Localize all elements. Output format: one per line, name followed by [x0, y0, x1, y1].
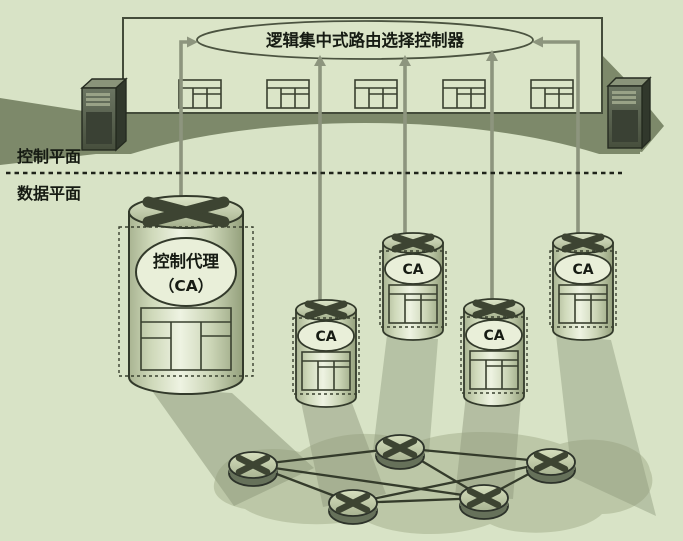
ca-ellipse [297, 320, 355, 352]
routing-table-icon [354, 79, 398, 109]
server-icon-left [80, 77, 128, 152]
arrow-left-icon [532, 36, 543, 48]
agent-abbr: CA [315, 329, 336, 345]
control-agent-cylinder: CA [379, 232, 447, 341]
router-x-icon [304, 300, 348, 320]
arrow-right-icon [187, 36, 198, 48]
routing-table-icon [266, 79, 310, 109]
physical-network [228, 434, 576, 525]
router-x-icon [335, 492, 371, 514]
router-icon [228, 451, 278, 487]
arrow-up-icon [314, 55, 326, 66]
forwarding-table-icon [558, 284, 608, 324]
agent-abbr: CA [402, 262, 423, 278]
controller-box: 逻辑集中式路由选择控制器 [122, 17, 603, 114]
router-x-icon [466, 487, 502, 509]
main-agent-abbr: （CA） [159, 277, 213, 295]
router-x-icon [235, 454, 271, 476]
router-icon [526, 448, 576, 484]
forwarding-table-icon [301, 351, 351, 391]
router-x-icon [142, 196, 230, 228]
routing-table-icon [178, 79, 222, 109]
shadow-band [0, 55, 664, 165]
forwarding-table-icon [388, 284, 438, 324]
router-x-icon [391, 233, 435, 253]
router-icon [375, 434, 425, 470]
router-x-icon [533, 451, 569, 473]
ca-ellipse [554, 253, 612, 285]
agent-dashed-boundary [292, 317, 360, 395]
control-agent-cylinder: CA [460, 298, 528, 407]
router-icon [459, 484, 509, 520]
router-x-icon [382, 437, 418, 459]
routing-table-icon [530, 79, 574, 109]
router-x-icon [472, 299, 516, 319]
forwarding-table-icon [140, 307, 232, 371]
router-icon [328, 489, 378, 525]
connector-main-agent [179, 40, 188, 199]
agent-dashed-boundary [379, 250, 447, 328]
agent-dashed-boundary [460, 316, 528, 394]
control-agent-cylinder: CA [549, 232, 617, 341]
router-x-icon [561, 233, 605, 253]
connector-agent-4 [543, 40, 580, 245]
controller-ellipse [196, 20, 534, 60]
ca-ellipse [465, 319, 523, 351]
data-plane-label: 数据平面 [17, 184, 81, 203]
agent-dashed-boundary [118, 226, 254, 377]
routing-table-icon [442, 79, 486, 109]
control-connections [179, 36, 580, 311]
server-icon-right [606, 76, 652, 150]
agent-dashed-boundary [549, 250, 617, 328]
forwarding-table-icon [469, 350, 519, 390]
ca-ellipse [135, 237, 237, 307]
ca-ellipse [384, 253, 442, 285]
beam-4 [556, 335, 656, 516]
control-agent-cylinder: CA [292, 299, 360, 408]
control-plane-label: 控制平面 [17, 147, 81, 166]
arrow-up-icon [399, 55, 411, 66]
agent-abbr: CA [572, 262, 593, 278]
beam-1 [300, 397, 386, 507]
beam-2 [373, 335, 438, 453]
main-agent-name: 控制代理 [153, 251, 220, 271]
main-control-agent: 控制代理 （CA） [118, 195, 254, 395]
shadow-wedge-left [0, 98, 96, 165]
arrow-up-icon [486, 50, 498, 61]
controller-label: 逻辑集中式路由选择控制器 [266, 30, 465, 50]
agent-abbr: CA [483, 328, 504, 344]
beam-3 [455, 395, 521, 499]
